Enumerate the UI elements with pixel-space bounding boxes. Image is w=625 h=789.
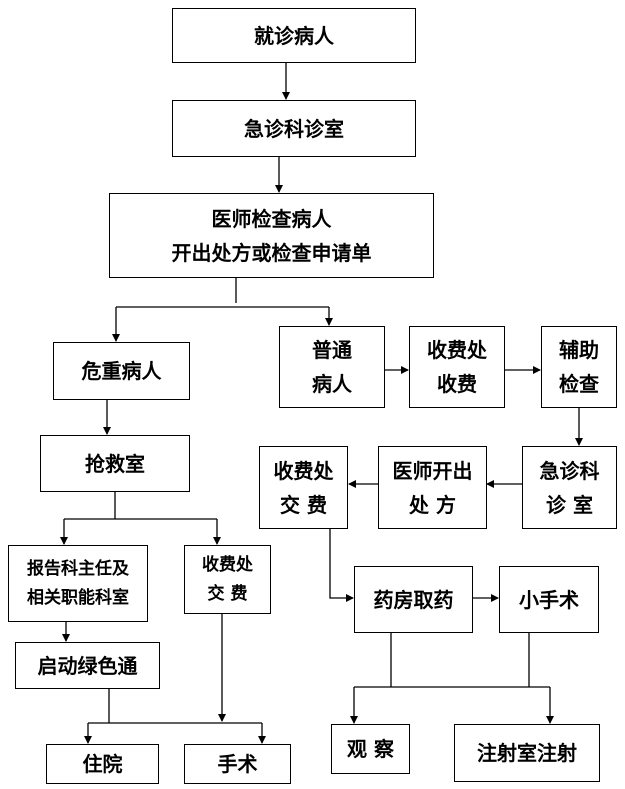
- node-jizhenke-zhenshi-right-line1: 急诊科: [539, 458, 600, 483]
- node-yaofang-quyao: 药房取药: [354, 566, 473, 633]
- node-jiuzhen-line1: 就诊病人: [254, 23, 334, 48]
- node-shoushu-line1: 手术: [217, 752, 258, 776]
- node-jizhenke-zhenshi: 急诊科诊室: [172, 100, 416, 157]
- node-fuzhu-jiancha: 辅助 检查: [541, 326, 617, 408]
- node-guancha: 观 察: [331, 724, 410, 774]
- node-xiao-shoushu: 小手术: [499, 566, 599, 633]
- node-yishi-kaichu-line2: 处 方: [409, 492, 456, 517]
- node-jizhenke-zhenshi-line1: 急诊科诊室: [244, 116, 344, 141]
- node-zhusheshi-line1: 注射室注射: [477, 741, 577, 765]
- node-yishi-jiancha: 医师检查病人 开出处方或检查申请单: [109, 193, 434, 278]
- node-guancha-line1: 观 察: [347, 737, 394, 761]
- node-baogao: 报告科主任及 相关职能科室: [8, 545, 148, 622]
- node-putong-line2: 病人: [312, 372, 352, 396]
- node-shoushu: 手术: [184, 744, 291, 784]
- node-yishi-kaichu-line1: 医师开出: [392, 458, 473, 483]
- node-baogao-line2: 相关职能科室: [27, 587, 129, 608]
- node-qiangjiushi-line1: 抢救室: [85, 451, 145, 476]
- node-shoufei-jiaofei-left-line1: 收费处: [202, 554, 253, 575]
- node-yishi-jiancha-line1: 医师检查病人: [211, 206, 332, 231]
- node-shoufei-jiaofei-left-line2: 交 费: [207, 583, 248, 604]
- node-zhuyuan-line1: 住院: [82, 752, 123, 776]
- node-qiangjiushi: 抢救室: [40, 435, 190, 492]
- node-xiao-shoushu-line1: 小手术: [519, 587, 579, 612]
- node-yishi-kaichu: 医师开出 处 方: [378, 446, 487, 529]
- node-lvse-tongdao: 启动绿色通: [15, 642, 160, 689]
- node-baogao-line1: 报告科主任及: [27, 558, 129, 579]
- node-shoufei-shoufei-line2: 收费: [437, 372, 477, 396]
- node-yishi-jiancha-line2: 开出处方或检查申请单: [171, 240, 372, 265]
- node-lvse-tongdao-line1: 启动绿色通: [37, 653, 138, 678]
- node-jizhenke-zhenshi-right: 急诊科 诊 室: [522, 446, 617, 529]
- node-shoufei-jiaofei-right-line2: 交 费: [280, 492, 327, 517]
- node-weizhong: 危重病人: [53, 342, 190, 400]
- node-zhuyuan: 住院: [46, 744, 159, 784]
- node-fuzhu-jiancha-line1: 辅助: [559, 338, 599, 362]
- node-jizhenke-zhenshi-right-line2: 诊 室: [546, 492, 593, 517]
- node-shoufei-jiaofei-right-line1: 收费处: [273, 458, 334, 483]
- node-shoufei-shoufei: 收费处 收费: [409, 326, 505, 408]
- node-putong: 普通 病人: [279, 326, 385, 408]
- node-shoufei-jiaofei-right: 收费处 交 费: [259, 446, 348, 529]
- node-yaofang-quyao-line1: 药房取药: [373, 587, 454, 612]
- node-fuzhu-jiancha-line2: 检查: [559, 372, 599, 396]
- node-putong-line1: 普通: [312, 338, 352, 362]
- node-shoufei-jiaofei-left: 收费处 交 费: [184, 545, 271, 614]
- arrow-shoufei-to-yaofang: [329, 529, 354, 602]
- node-shoufei-shoufei-line1: 收费处: [427, 338, 487, 362]
- node-jiuzhen: 就诊病人: [172, 8, 416, 63]
- node-zhusheshi: 注射室注射: [454, 724, 600, 782]
- node-weizhong-line1: 危重病人: [81, 359, 162, 383]
